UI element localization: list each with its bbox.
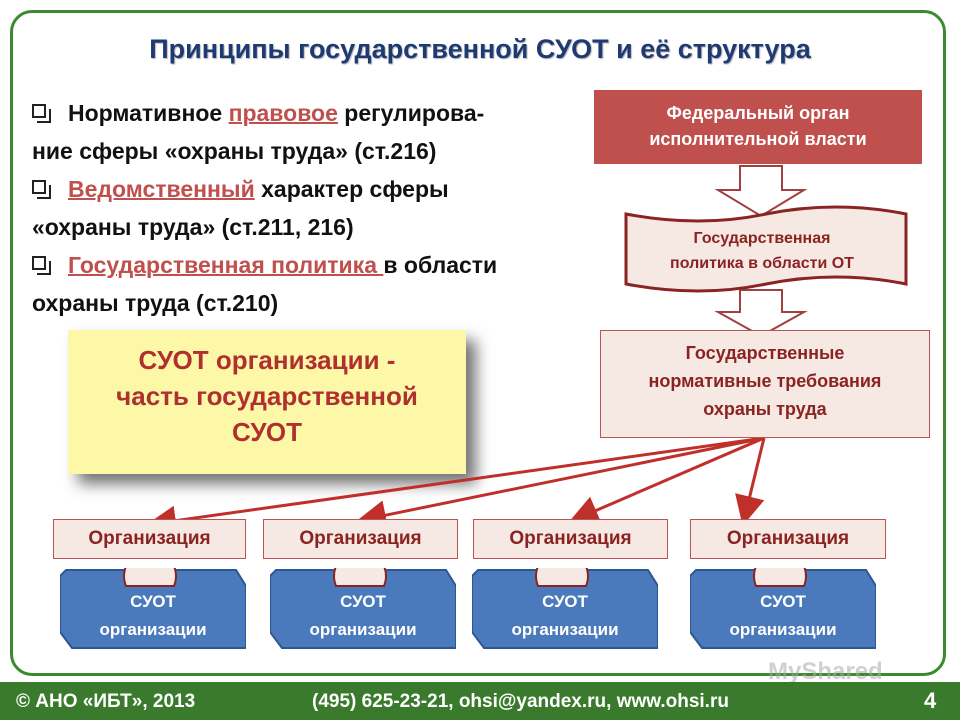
bullet-item: Ведомственный характер сферы «охраны тру… bbox=[32, 170, 592, 246]
suot-shape bbox=[471, 565, 659, 649]
suot-line: СУОТ bbox=[760, 592, 806, 611]
requirements-box: Государственные нормативные требования о… bbox=[600, 330, 930, 438]
suot-line: организации bbox=[99, 620, 207, 639]
footer-copyright: © АНО «ИБТ», 2013 bbox=[16, 691, 196, 712]
footer-contacts: (495) 625-23-21, ohsi@yandex.ru, www.ohs… bbox=[312, 691, 729, 712]
suot-label: СУОТ организации bbox=[270, 588, 456, 644]
bullet-item: Государственная политика в области охран… bbox=[32, 246, 592, 322]
box-line: исполнительной власти bbox=[649, 129, 867, 149]
suot-line: СУОТ bbox=[130, 592, 176, 611]
suot-shape bbox=[269, 565, 457, 649]
federal-authority-box: Федеральный орган исполнительной власти bbox=[594, 90, 922, 164]
checkbox-bullet-icon bbox=[32, 256, 51, 275]
checkbox-bullet-icon bbox=[32, 104, 51, 123]
org-suot-shape: СУОТ организации bbox=[269, 565, 457, 650]
box-line: Государственная bbox=[693, 230, 831, 247]
suot-label: СУОТ организации bbox=[690, 588, 876, 644]
org-suot-shape: СУОТ организации bbox=[471, 565, 659, 650]
suot-line: СУОТ bbox=[340, 592, 386, 611]
bullet-item: Нормативное правовое регулирова- ние сфе… bbox=[32, 94, 592, 170]
bullet-highlight: правовое bbox=[228, 100, 338, 126]
suot-label: СУОТ организации bbox=[60, 588, 246, 644]
box-line: Федеральный орган bbox=[666, 103, 850, 123]
policy-box: Государственная политика в области ОТ bbox=[618, 214, 906, 294]
suot-shape bbox=[59, 565, 247, 649]
watermark: MyShared bbox=[768, 658, 883, 685]
organization-label: Организация bbox=[690, 519, 886, 559]
highlight-line: СУОТ bbox=[231, 417, 303, 447]
organization-label: Организация bbox=[53, 519, 246, 559]
bullet-text: регулирова- bbox=[337, 100, 485, 126]
bullet-highlight: Ведомственный bbox=[68, 176, 255, 202]
box-line: Государственные bbox=[685, 343, 845, 363]
bullet-text: характер сферы bbox=[254, 176, 449, 202]
suot-shape bbox=[689, 565, 877, 649]
bullet-list: Нормативное правовое регулирова- ние сфе… bbox=[32, 94, 592, 322]
highlight-line: СУОТ организации - bbox=[138, 345, 396, 375]
suot-line: СУОТ bbox=[542, 592, 588, 611]
highlight-line: часть государственной bbox=[116, 381, 418, 411]
box-line: охраны труда bbox=[703, 399, 827, 419]
page-number: 4 bbox=[924, 688, 937, 713]
box-line: политика в области ОТ bbox=[670, 255, 854, 272]
bullet-text: в области bbox=[383, 252, 498, 278]
suot-line: организации bbox=[511, 620, 619, 639]
box-line: нормативные требования bbox=[648, 371, 882, 391]
bullet-highlight: Государственная политика bbox=[68, 252, 384, 278]
org-suot-shape: СУОТ организации bbox=[689, 565, 877, 650]
slide-title: Принципы государственной СУОТ и её струк… bbox=[149, 34, 811, 64]
footer-bar: © АНО «ИБТ», 2013 (495) 625-23-21, ohsi@… bbox=[0, 682, 960, 720]
org-suot-shape: СУОТ организации bbox=[59, 565, 247, 650]
organization-label: Организация bbox=[473, 519, 668, 559]
bullet-text: Нормативное bbox=[68, 100, 229, 126]
bullet-text-line2: «охраны труда» (ст.211, 216) bbox=[32, 214, 354, 240]
bullet-text-line2: охраны труда (ст.210) bbox=[32, 290, 279, 316]
checkbox-bullet-icon bbox=[32, 180, 51, 199]
suot-label: СУОТ организации bbox=[472, 588, 658, 644]
organization-label: Организация bbox=[263, 519, 458, 559]
suot-line: организации bbox=[309, 620, 417, 639]
highlight-box: СУОТ организации - часть государственной… bbox=[68, 330, 466, 474]
bullet-text-line2: ние сферы «охраны труда» (ст.216) bbox=[32, 138, 437, 164]
suot-line: организации bbox=[729, 620, 837, 639]
